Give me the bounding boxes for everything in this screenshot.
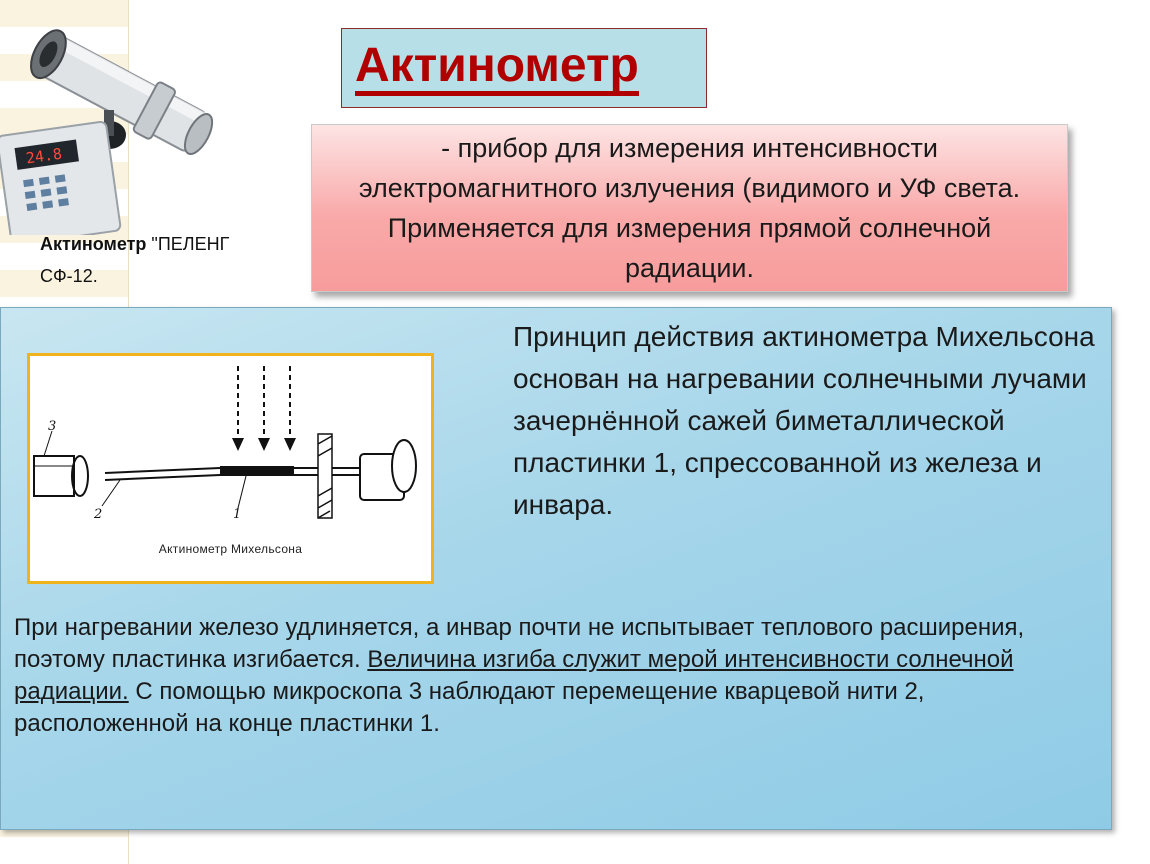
principle-text: Принцип действия актинометра Михельсона … [513,321,1095,520]
title-box: Актинометр [341,28,707,108]
label-thread-number: 2 [93,507,102,522]
detail-text-underlined: Величина изгиба служит мерой интенсивнос… [14,646,1014,705]
definition-text: - прибор для измерения интенсивности эле… [358,133,1021,283]
device-caption: Актинометр "ПЕЛЕНГ СФ-12. [40,228,280,292]
detail-text: При нагревании железо удлиняется, а инва… [14,612,1099,740]
label-plate-number: 1 [233,507,241,522]
device-caption-model: "ПЕЛЕНГ СФ-12. [40,234,230,286]
detail-text-part2: С помощью микроскопа 3 наблюдают перемещ… [14,678,925,737]
detail-text-part1: При нагревании железо удлиняется, а инва… [14,614,1025,673]
michelson-diagram: 3 2 1 Актинометр Михельсона [27,353,434,584]
label-microscope-number: 3 [48,419,56,434]
device-caption-name: Актинометр [40,234,147,254]
diagram-caption: Актинометр Михельсона [158,542,303,556]
actinometer-device-photo: 24.8 [0,29,214,235]
page-title: Актинометр [355,41,639,96]
michelson-diagram-drawing: 3 2 1 [33,366,417,522]
device-display-reading: 24.8 [25,145,63,168]
definition-box: - прибор для измерения интенсивности эле… [311,124,1068,292]
